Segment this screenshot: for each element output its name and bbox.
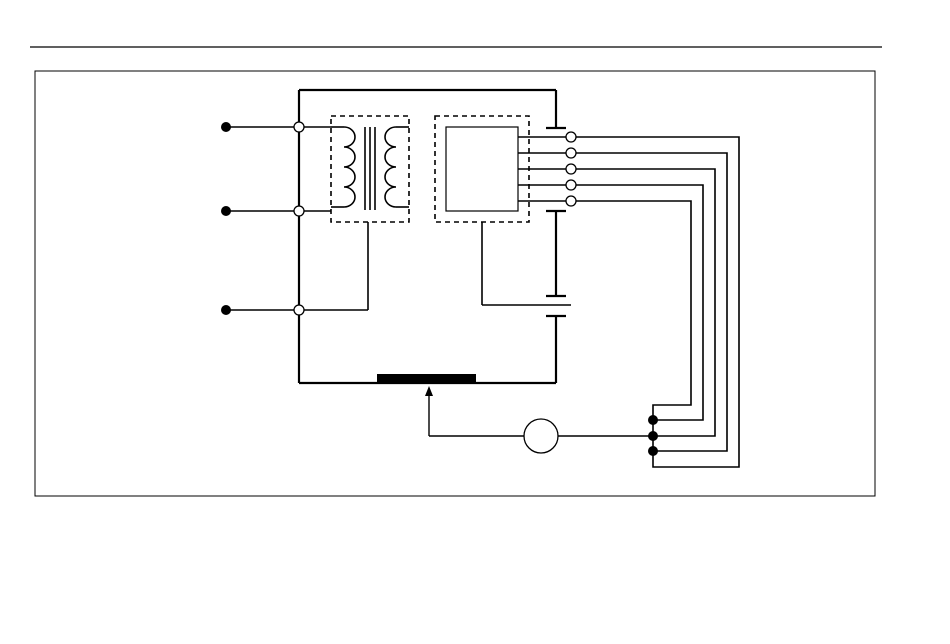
input-terminal-1	[221, 122, 231, 132]
output-terminal-5	[566, 196, 576, 206]
transformer-coils	[331, 127, 409, 210]
routing-wires	[576, 137, 739, 467]
arrow-icon	[425, 386, 433, 396]
input-terminal-dots	[221, 122, 231, 315]
junction-node	[294, 206, 304, 216]
output-terminal-2	[566, 148, 576, 158]
module-ground	[482, 222, 571, 305]
output-leads	[518, 137, 571, 201]
output-terminals	[566, 132, 576, 206]
input-terminal-3	[221, 305, 231, 315]
output-terminal-1	[566, 132, 576, 142]
bus-terminal-3	[648, 446, 658, 456]
meter-circle	[524, 419, 558, 453]
input-wires	[226, 127, 368, 310]
junction-node	[294, 122, 304, 132]
output-terminal-3	[566, 164, 576, 174]
junction-node	[294, 305, 304, 315]
module-inner	[446, 127, 518, 211]
heater-element	[377, 374, 476, 383]
bus-terminal-1	[648, 415, 658, 425]
output-terminal-4	[566, 180, 576, 190]
input-terminal-2	[221, 206, 231, 216]
